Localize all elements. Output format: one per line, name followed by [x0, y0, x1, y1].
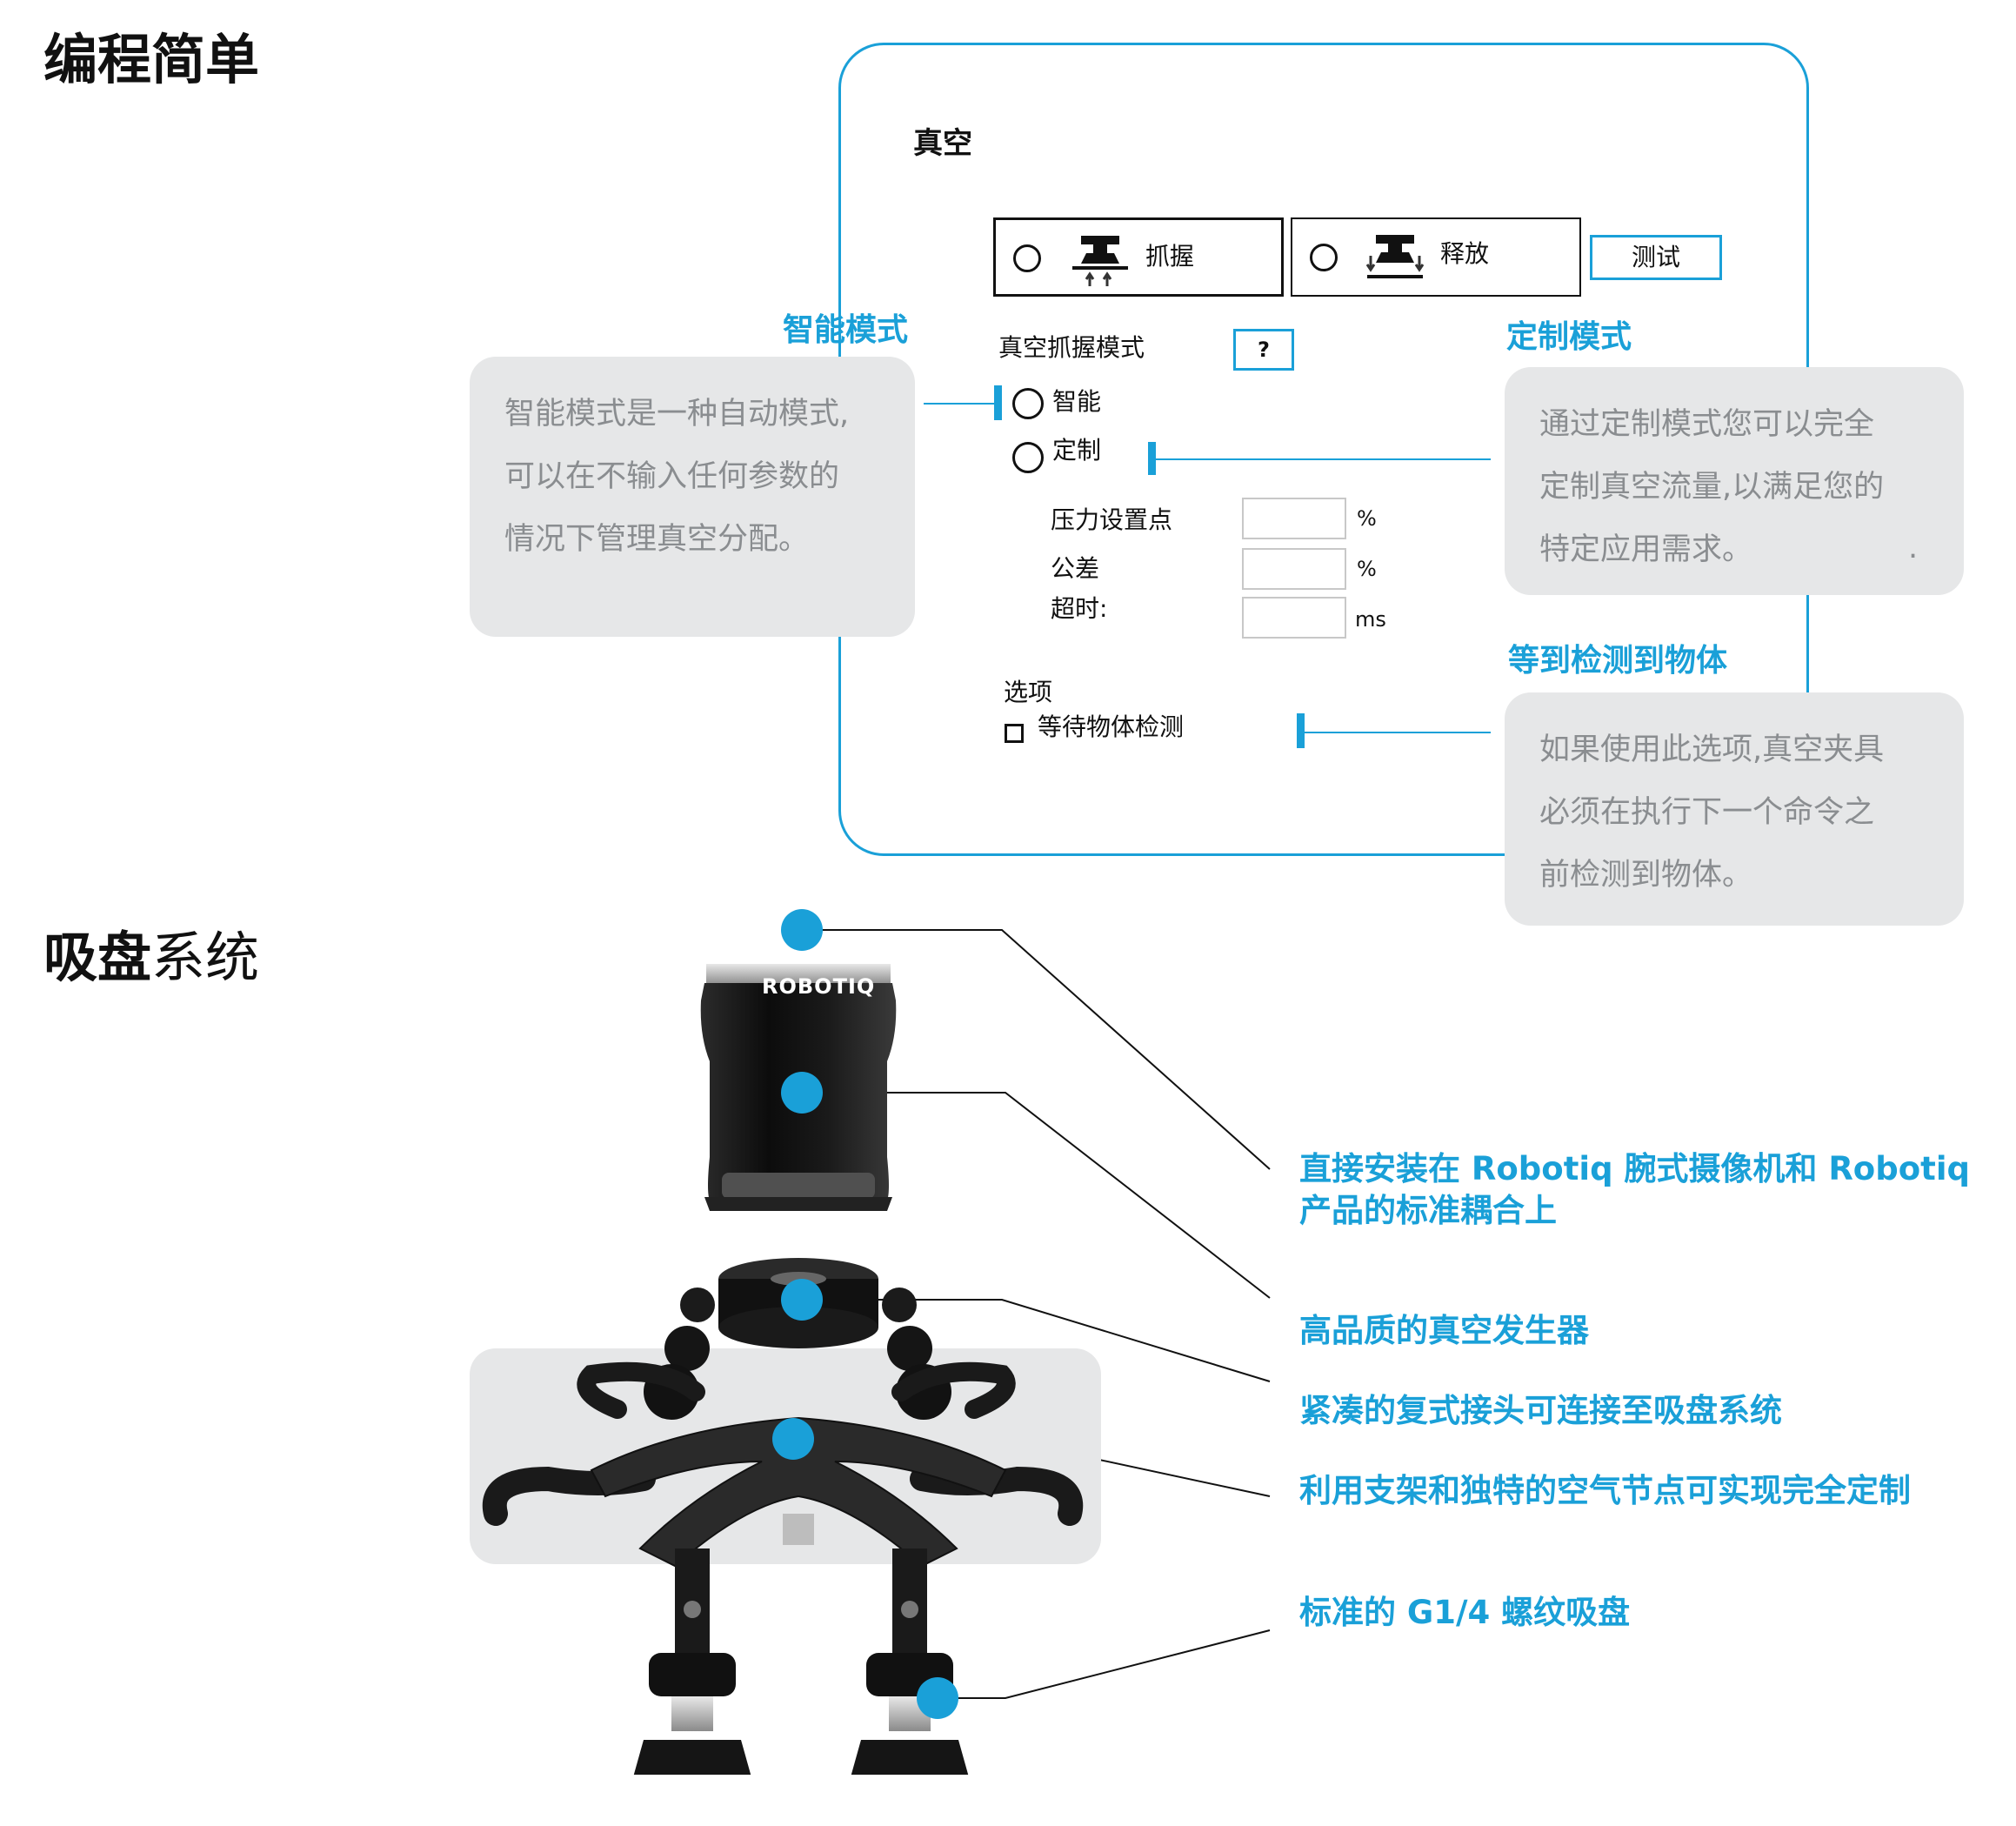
wait-callout-title: 等到检测到物体 — [1508, 643, 1728, 679]
release-label: 释放 — [1440, 239, 1490, 268]
section-title-bold: 吸盘 — [43, 926, 152, 989]
smart-callout-line: 可以在不输入任何参数的 — [504, 459, 840, 494]
feature-generator: 高品质的真空发生器 — [1299, 1310, 1589, 1352]
feature-line: 紧凑的复式接头可连接至吸盘系统 — [1299, 1392, 1782, 1429]
release-icon — [1365, 235, 1425, 278]
options-label: 选项 — [1004, 678, 1053, 706]
dot-bracket — [772, 1418, 814, 1460]
feature-line: 标准的 G1/4 螺纹吸盘 — [1299, 1594, 1631, 1631]
pressure-label: 压力设置点 — [1051, 505, 1173, 534]
section-title-suction: 吸盘系统 — [43, 931, 259, 985]
feature-cup: 标准的 G1/4 螺纹吸盘 — [1299, 1592, 1630, 1634]
grip-button[interactable]: 抓握 — [993, 217, 1284, 297]
panel-title: 真空 — [913, 126, 972, 161]
smart-callout-line: 情况下管理真空分配。 — [504, 522, 810, 557]
custom-callout-line: 定制真空流量,以满足您的 — [1539, 470, 1885, 505]
help-button[interactable]: ? — [1233, 329, 1294, 371]
custom-callout-mark: . — [1908, 531, 1919, 565]
tolerance-input[interactable] — [1242, 548, 1346, 590]
custom-callout-line: 特定应用需求。 — [1539, 532, 1753, 567]
custom-accent-bar — [1148, 442, 1156, 475]
custom-label: 定制 — [1052, 436, 1102, 465]
vacuum-gripper-illustration — [482, 964, 1084, 1775]
grip-radio[interactable] — [1013, 244, 1041, 272]
release-radio[interactable] — [1310, 244, 1338, 271]
custom-callout-line: 通过定制模式您可以完全 — [1539, 407, 1875, 442]
wait-label: 等待物体检测 — [1038, 712, 1185, 741]
dot-manifold — [781, 1279, 823, 1321]
timeout-input[interactable] — [1242, 597, 1346, 639]
feature-manifold: 紧凑的复式接头可连接至吸盘系统 — [1299, 1390, 1782, 1432]
custom-callout-title: 定制模式 — [1506, 319, 1632, 355]
wait-callout-line: 必须在执行下一个命令之 — [1539, 795, 1875, 830]
feature-line: 高品质的真空发生器 — [1299, 1312, 1589, 1349]
grip-icon — [1072, 236, 1128, 286]
section-title-normal: 系统 — [151, 926, 260, 989]
wait-callout-line: 前检测到物体。 — [1539, 858, 1753, 893]
feature-line: 产品的标准耦合上 — [1299, 1192, 1557, 1229]
grip-label: 抓握 — [1145, 242, 1195, 271]
dot-coupling — [781, 909, 823, 951]
pressure-unit: % — [1357, 506, 1377, 531]
section-title-programming: 编程简单 — [43, 28, 260, 91]
wait-accent-bar — [1297, 713, 1305, 748]
feature-line: 直接安装在 Robotiq 腕式摄像机和 Robotiq — [1299, 1150, 1970, 1187]
wait-callout-line: 如果使用此选项,真空夹具 — [1539, 732, 1885, 767]
smart-callout-title: 智能模式 — [783, 312, 909, 348]
wait-checkbox[interactable] — [1005, 724, 1024, 743]
smart-callout: 智能模式是一种自动模式, 可以在不输入任何参数的 情况下管理真空分配。 — [470, 357, 915, 637]
smart-radio[interactable] — [1012, 388, 1044, 419]
wait-callout: 如果使用此选项,真空夹具 必须在执行下一个命令之 前检测到物体。 — [1505, 692, 1964, 926]
dot-generator — [781, 1072, 823, 1114]
pressure-input[interactable] — [1242, 498, 1346, 539]
timeout-label: 超时: — [1051, 594, 1108, 623]
feature-line: 利用支架和独特的空气节点可实现完全定制 — [1299, 1472, 1911, 1509]
grip-mode-label: 真空抓握模式 — [998, 333, 1145, 362]
custom-radio[interactable] — [1012, 442, 1044, 473]
dot-cup — [917, 1677, 958, 1719]
feature-coupling: 直接安装在 Robotiq 腕式摄像机和 Robotiq 产品的标准耦合上 — [1299, 1148, 1970, 1232]
smart-accent-bar — [994, 385, 1002, 420]
timeout-unit: ms — [1355, 607, 1386, 632]
feature-bracket: 利用支架和独特的空气节点可实现完全定制 — [1299, 1470, 1911, 1512]
tolerance-unit: % — [1357, 557, 1377, 581]
test-button[interactable]: 测试 — [1590, 235, 1722, 280]
release-button[interactable]: 释放 — [1291, 217, 1581, 297]
smart-label: 智能 — [1052, 387, 1102, 416]
tolerance-label: 公差 — [1051, 554, 1100, 583]
smart-callout-line: 智能模式是一种自动模式, — [504, 397, 850, 431]
custom-callout: 通过定制模式您可以完全 定制真空流量,以满足您的 特定应用需求。 . — [1505, 367, 1964, 595]
robotiq-logo: ROBOTIQ — [762, 974, 876, 999]
